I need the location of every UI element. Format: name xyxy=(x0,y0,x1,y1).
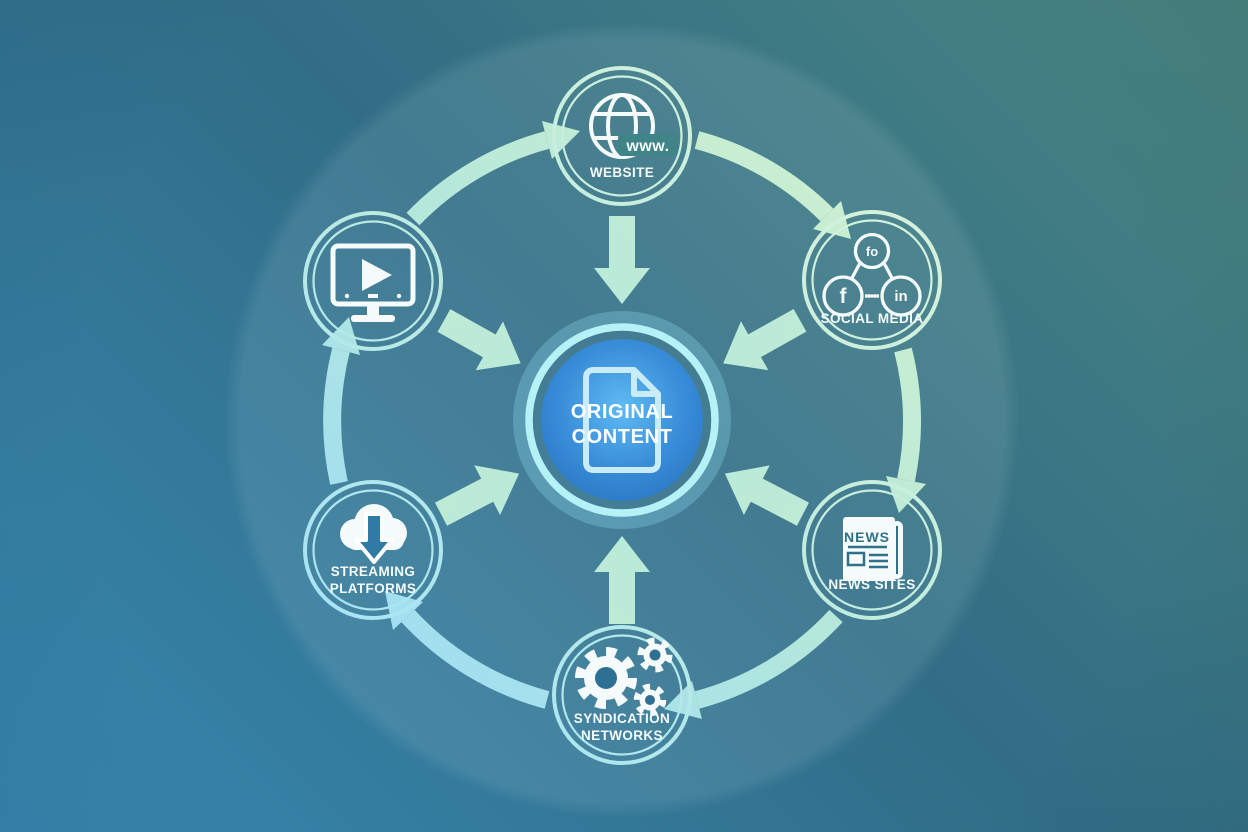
node-inner-ring xyxy=(811,489,933,611)
social-network-icon xyxy=(822,232,922,317)
syndication-label-line1: SYNDICATION xyxy=(574,711,670,726)
node-outer-ring xyxy=(552,625,692,765)
inward-arrows xyxy=(435,216,809,624)
center-disc xyxy=(541,339,703,501)
center-ring xyxy=(525,323,719,517)
center-label-line1: ORIGINAL xyxy=(571,401,674,423)
arrow-streaming-to-center xyxy=(435,465,520,526)
www-text: www. xyxy=(625,138,669,155)
gears-icon xyxy=(575,637,673,717)
arrow-news-sites-to-syndication xyxy=(664,609,843,719)
syndication-label-line2: NETWORKS xyxy=(581,728,663,743)
node-news-sites: NEWS NEWS SITES xyxy=(802,480,942,620)
video-monitor-icon xyxy=(330,243,416,322)
arrow-social-media-to-news-sites xyxy=(886,347,926,513)
arrow-video-to-website xyxy=(406,121,580,226)
node-outer-ring xyxy=(303,480,443,620)
node-inner-ring xyxy=(811,219,933,341)
node-inner-ring xyxy=(312,489,434,611)
globe-www-icon xyxy=(589,93,655,159)
facebook-badge: f xyxy=(840,285,848,308)
arrow-website-to-center xyxy=(594,216,650,304)
download-arrow xyxy=(354,512,394,564)
center-label-line2: CONTENT xyxy=(572,426,673,448)
node-streaming-platforms: STREAMING PLATFORMS xyxy=(303,480,443,620)
node-outer-ring xyxy=(552,66,692,206)
arrow-syndication-to-center xyxy=(594,536,650,624)
node-outer-ring xyxy=(303,211,443,351)
streaming-label-line2: PLATFORMS xyxy=(330,581,417,596)
social-media-label: SOCIAL MEDIA xyxy=(821,311,924,326)
website-label: WEBSITE xyxy=(590,165,654,180)
news-headline-text: NEWS xyxy=(844,529,890,545)
arrow-website-to-social-media xyxy=(694,131,851,239)
play-icon xyxy=(362,259,392,291)
node-video-player xyxy=(303,211,443,351)
node-original-content: ORIGINAL CONTENT xyxy=(513,311,731,529)
cloud-download-icon xyxy=(340,504,407,564)
newspaper-icon: NEWS xyxy=(843,517,903,581)
linkedin-badge: in xyxy=(894,288,907,305)
www-ribbon xyxy=(618,134,678,156)
streaming-label-line1: STREAMING xyxy=(331,564,416,579)
node-outer-ring xyxy=(802,210,942,350)
center-glow-ring xyxy=(513,311,731,529)
arrow-social-media-to-center xyxy=(723,308,807,371)
node-inner-ring xyxy=(312,220,434,342)
arrow-news-sites-to-center xyxy=(724,465,809,526)
document-icon xyxy=(583,367,661,473)
news-sites-label: NEWS SITES xyxy=(828,577,915,592)
node-inner-ring xyxy=(561,75,683,197)
node-inner-ring xyxy=(561,634,683,756)
node-outer-ring xyxy=(802,480,942,620)
arrow-video-to-center xyxy=(437,309,521,371)
cycle-arrows xyxy=(322,121,926,719)
pinterest-badge: fo xyxy=(866,244,878,259)
node-social-media: fo f in SOCIAL MEDIA xyxy=(802,210,942,350)
node-website: www. WEBSITE xyxy=(552,66,692,206)
node-syndication-networks: SYNDICATION NETWORKS xyxy=(552,625,692,765)
